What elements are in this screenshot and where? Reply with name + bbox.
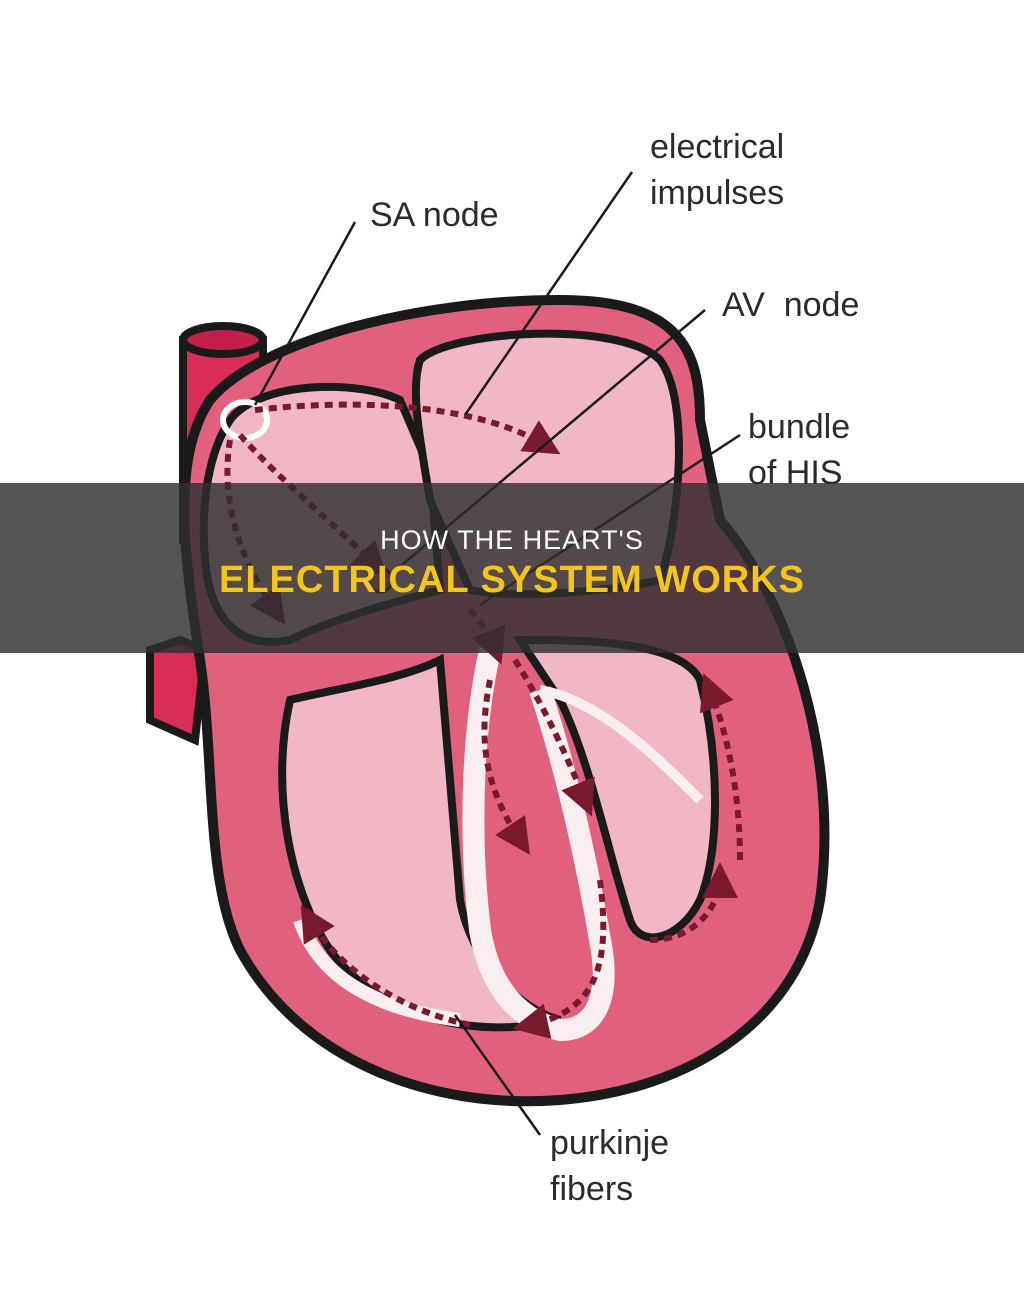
label-av-node: AV node — [722, 282, 859, 328]
banner-title-line1: HOW THE HEART'S — [0, 525, 1024, 556]
title-banner: HOW THE HEART'S ELECTRICAL SYSTEM WORKS — [0, 483, 1024, 653]
banner-title-line2: ELECTRICAL SYSTEM WORKS — [0, 559, 1024, 602]
label-sa-node: SA node — [370, 192, 499, 238]
